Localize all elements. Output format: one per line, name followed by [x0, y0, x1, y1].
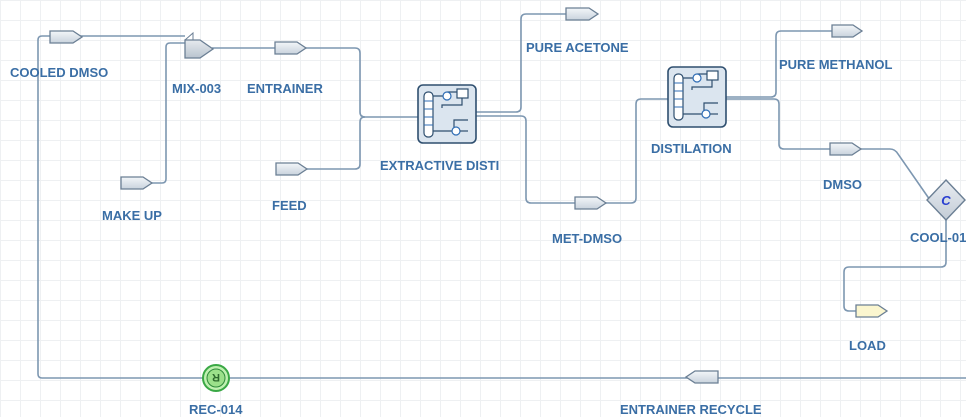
pipe-cooled-dmso-to-mix[interactable] — [37, 40, 966, 379]
label-load: LOAD — [849, 338, 886, 353]
pipe-column-to-acetone[interactable] — [476, 13, 566, 113]
pipe-feed-to-column[interactable] — [307, 116, 366, 170]
label-extractive-disti: EXTRACTIVE DISTI — [380, 158, 500, 173]
recycle-letter: R — [212, 371, 220, 383]
pipe-cooler-to-load[interactable] — [843, 218, 947, 312]
stream-feed[interactable] — [275, 162, 309, 176]
pipe-cooled-dmso-stream[interactable] — [37, 35, 185, 41]
distilation-column-block[interactable] — [667, 66, 727, 128]
label-met-dmso: MET-DMSO — [552, 231, 623, 246]
pipe-column-to-met-dmso[interactable] — [476, 98, 668, 204]
cooler-block[interactable]: C — [926, 178, 966, 222]
stream-load-energy[interactable] — [855, 304, 889, 318]
pipe-distilation-to-methanol[interactable] — [726, 30, 832, 98]
stream-met-dmso[interactable] — [574, 196, 608, 210]
pipe-makeup-to-mix[interactable] — [150, 42, 185, 184]
mixer-block[interactable] — [184, 31, 215, 59]
label-cool-01: COOL-01 — [910, 230, 966, 245]
label-dmso: DMSO — [823, 177, 862, 192]
label-pure-acetone: PURE ACETONE — [526, 40, 629, 55]
label-distilation: DISTILATION — [651, 141, 732, 156]
label-mix-003: MIX-003 — [172, 81, 222, 96]
recycle-block[interactable]: R — [202, 364, 230, 392]
stream-cooled-dmso[interactable] — [49, 30, 84, 44]
pipes — [37, 13, 966, 379]
label-cooler-clip: COOL-01 — [910, 230, 966, 247]
stream-pure-acetone[interactable] — [565, 7, 600, 21]
label-rec-014: REC-014 — [189, 402, 243, 417]
label-feed: FEED — [272, 198, 307, 213]
stream-entrainer-recycle[interactable] — [684, 370, 719, 384]
stream-entrainer[interactable] — [274, 41, 308, 55]
label-entrainer-recycle: ENTRAINER RECYCLE — [620, 402, 762, 417]
pipe-distilation-to-dmso[interactable] — [726, 98, 931, 201]
label-pure-methanol: PURE METHANOL — [779, 57, 893, 72]
label-make-up: MAKE UP — [102, 208, 162, 223]
cooler-letter: C — [941, 193, 951, 208]
extractive-column-block[interactable] — [417, 84, 477, 144]
label-cooled-dmso: COOLED DMSO — [10, 65, 109, 80]
stream-pure-methanol[interactable] — [831, 24, 864, 38]
stream-make-up[interactable] — [120, 176, 154, 190]
stream-dmso[interactable] — [829, 142, 863, 156]
label-entrainer: ENTRAINER — [247, 81, 323, 96]
